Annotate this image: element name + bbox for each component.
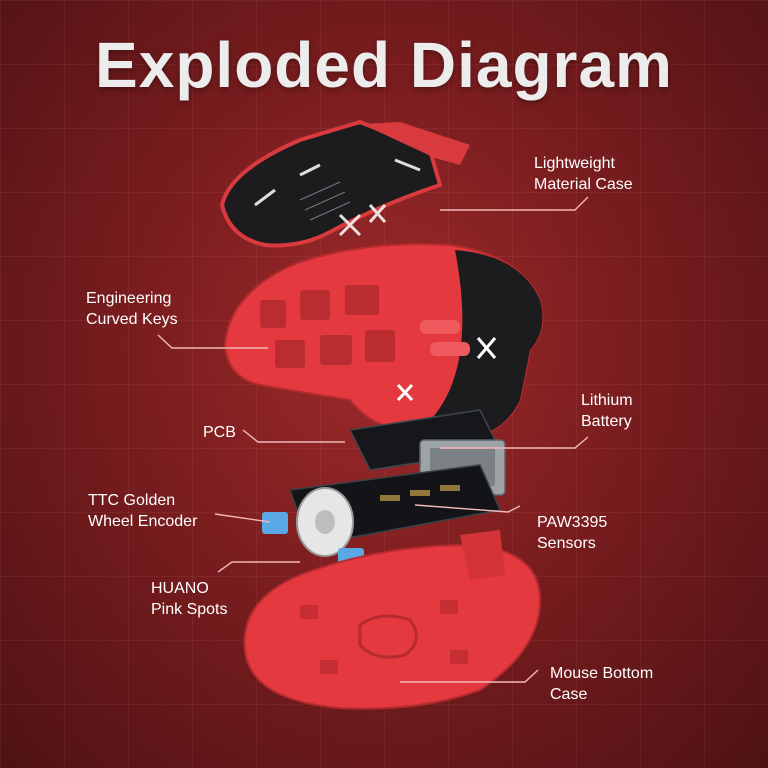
- callout-text: Engineering: [86, 290, 172, 307]
- bottom-case-part: [243, 530, 542, 710]
- callout-text: Mouse Bottom: [550, 665, 654, 682]
- callout-material-case: Lightweight Material Case: [534, 153, 633, 195]
- callout-curved-keys: Engineering Curved Keys: [86, 288, 178, 330]
- callout-text: Wheel Encoder: [88, 513, 198, 530]
- callout-text: Case: [550, 686, 588, 703]
- callout-text: Lightweight: [534, 155, 615, 172]
- callout-text: HUANO: [151, 580, 209, 597]
- callout-lithium-battery: Lithium Battery: [581, 390, 633, 432]
- callout-text: PCB: [203, 424, 236, 441]
- callout-text: TTC Golden: [88, 492, 176, 509]
- callout-bottom-case: Mouse Bottom Case: [550, 663, 653, 705]
- callout-pcb: PCB: [203, 422, 236, 443]
- callout-text: Lithium: [581, 392, 633, 409]
- callout-text: Battery: [581, 413, 632, 430]
- callout-wheel-encoder: TTC Golden Wheel Encoder: [88, 490, 197, 532]
- top-cover-part: [219, 119, 470, 248]
- callout-text: PAW3395: [537, 514, 608, 531]
- callout-text: Sensors: [537, 535, 596, 552]
- callout-paw3395-sensors: PAW3395 Sensors: [537, 512, 607, 554]
- page-title: Exploded Diagram: [95, 29, 673, 101]
- callout-text: Curved Keys: [86, 311, 178, 328]
- callout-huano-pink-spots: HUANO Pink Spots: [151, 578, 227, 620]
- callout-text: Material Case: [534, 176, 633, 193]
- middle-shell-part: [223, 243, 544, 437]
- callout-text: Pink Spots: [151, 601, 228, 618]
- leader-lines: [157, 196, 589, 683]
